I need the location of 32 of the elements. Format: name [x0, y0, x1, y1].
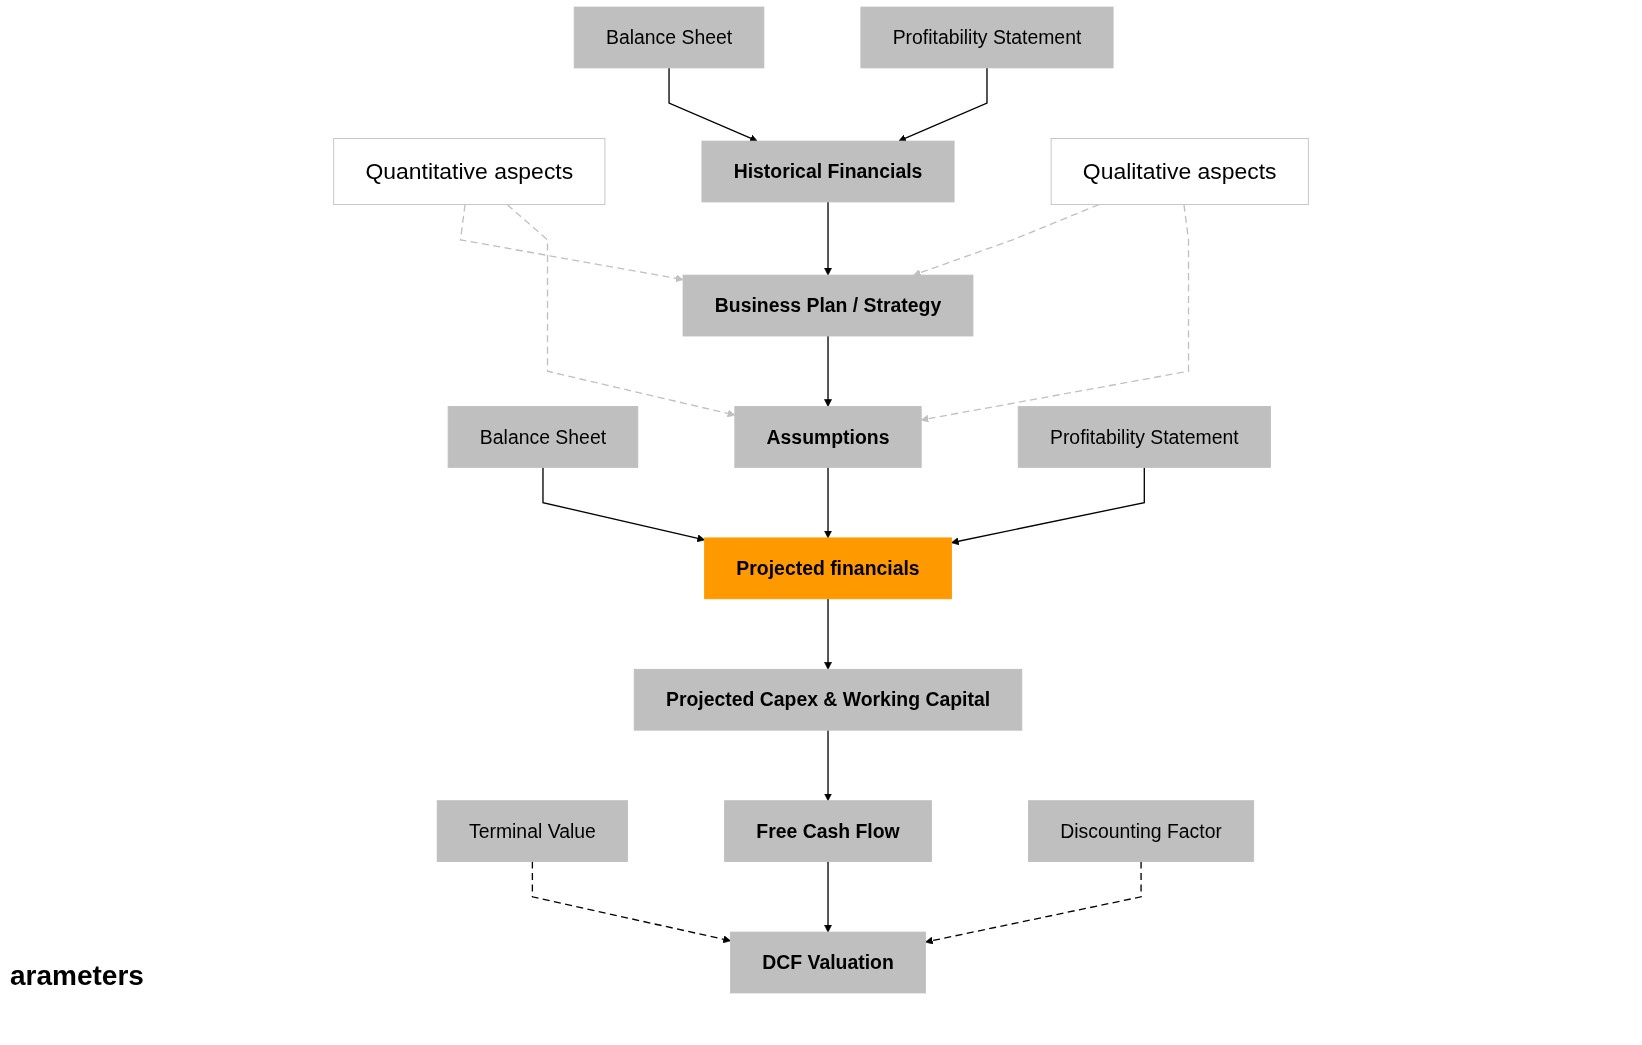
node-box: Balance Sheet — [447, 406, 639, 468]
node-box: Profitability Statement — [860, 6, 1114, 69]
node-box: Free Cash Flow — [724, 800, 932, 862]
arrow — [898, 67, 988, 142]
node-box: Projected Capex & Working Capital — [633, 668, 1023, 731]
arrow — [542, 466, 705, 543]
arrow — [506, 203, 736, 418]
arrow — [913, 203, 1100, 277]
arrow — [824, 335, 832, 407]
arrow — [824, 598, 832, 670]
node-box: Assumptions — [734, 406, 922, 468]
arrow — [668, 67, 758, 142]
arrow — [920, 203, 1190, 423]
node-box: Projected financials — [704, 537, 952, 600]
arrow — [925, 860, 1142, 945]
section-heading: arameters — [10, 960, 144, 992]
arrow — [531, 860, 731, 944]
node-box: Profitability Statement — [1017, 406, 1271, 468]
node-box: Qualitative aspects — [1050, 138, 1309, 206]
node-box: Historical Financials — [701, 140, 955, 203]
arrow — [459, 203, 684, 283]
node-box: Terminal Value — [436, 800, 629, 862]
arrow — [824, 729, 832, 802]
node-box: Discounting Factor — [1028, 800, 1255, 862]
arrow — [824, 466, 832, 539]
node-box: Balance Sheet — [573, 6, 765, 69]
node-box: DCF Valuation — [730, 931, 926, 994]
node-box: Quantitative aspects — [333, 138, 606, 206]
arrow — [824, 201, 832, 276]
arrow — [951, 466, 1145, 546]
arrow — [824, 860, 832, 933]
node-box: Business Plan / Strategy — [682, 274, 974, 337]
